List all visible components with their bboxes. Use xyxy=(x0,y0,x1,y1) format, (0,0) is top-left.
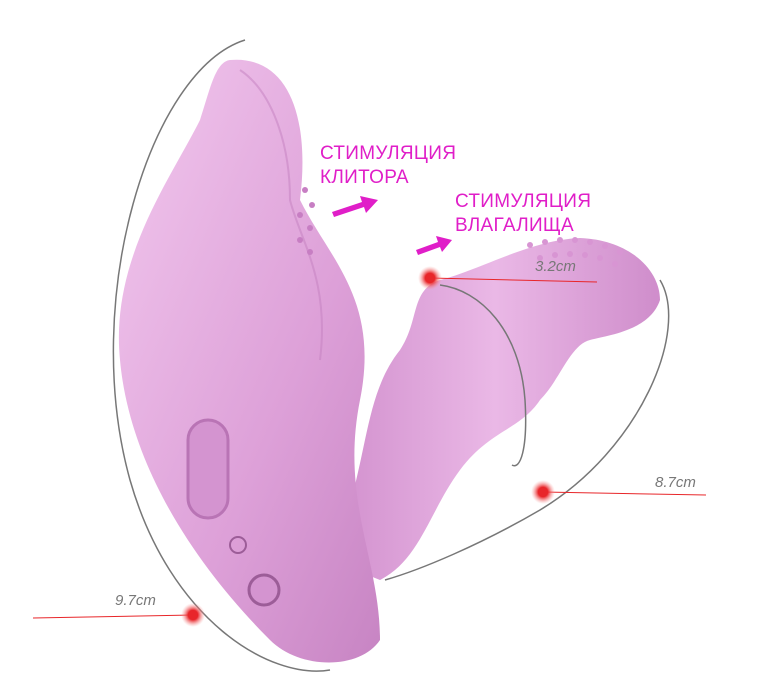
marker-dot xyxy=(531,480,555,504)
marker-dot xyxy=(181,603,205,627)
clitoral-label-line1: СТИМУЛЯЦИЯ xyxy=(320,143,457,164)
insertable-arm xyxy=(330,238,660,580)
main-body xyxy=(118,59,381,663)
arrow-icon xyxy=(332,196,378,217)
arrow-icon xyxy=(416,236,452,255)
dimension-body: 9.7cm xyxy=(115,592,156,609)
dimension-insertable: 8.7cm xyxy=(655,474,696,491)
clitoral-label: СТИМУЛЯЦИЯ КЛИТОРА xyxy=(320,142,456,190)
nubs xyxy=(527,237,623,267)
mode-button xyxy=(229,536,247,554)
vaginal-label: СТИМУЛЯЦИЯ ВЛАГАЛИЩА xyxy=(455,190,591,238)
tip-outline xyxy=(439,284,527,467)
remote-button xyxy=(247,573,281,607)
vaginal-label-line1: СТИМУЛЯЦИЯ xyxy=(455,191,592,212)
arm-outline xyxy=(384,279,670,581)
vaginal-label-line2: ВЛАГАЛИЩА xyxy=(455,215,575,236)
dimension-tip: 3.2cm xyxy=(535,258,576,275)
clitoral-label-line2: КЛИТОРА xyxy=(320,167,409,188)
marker-dot xyxy=(418,266,442,290)
power-button xyxy=(186,418,230,520)
body-outline xyxy=(112,39,331,672)
clitoral-nubs xyxy=(297,187,315,255)
